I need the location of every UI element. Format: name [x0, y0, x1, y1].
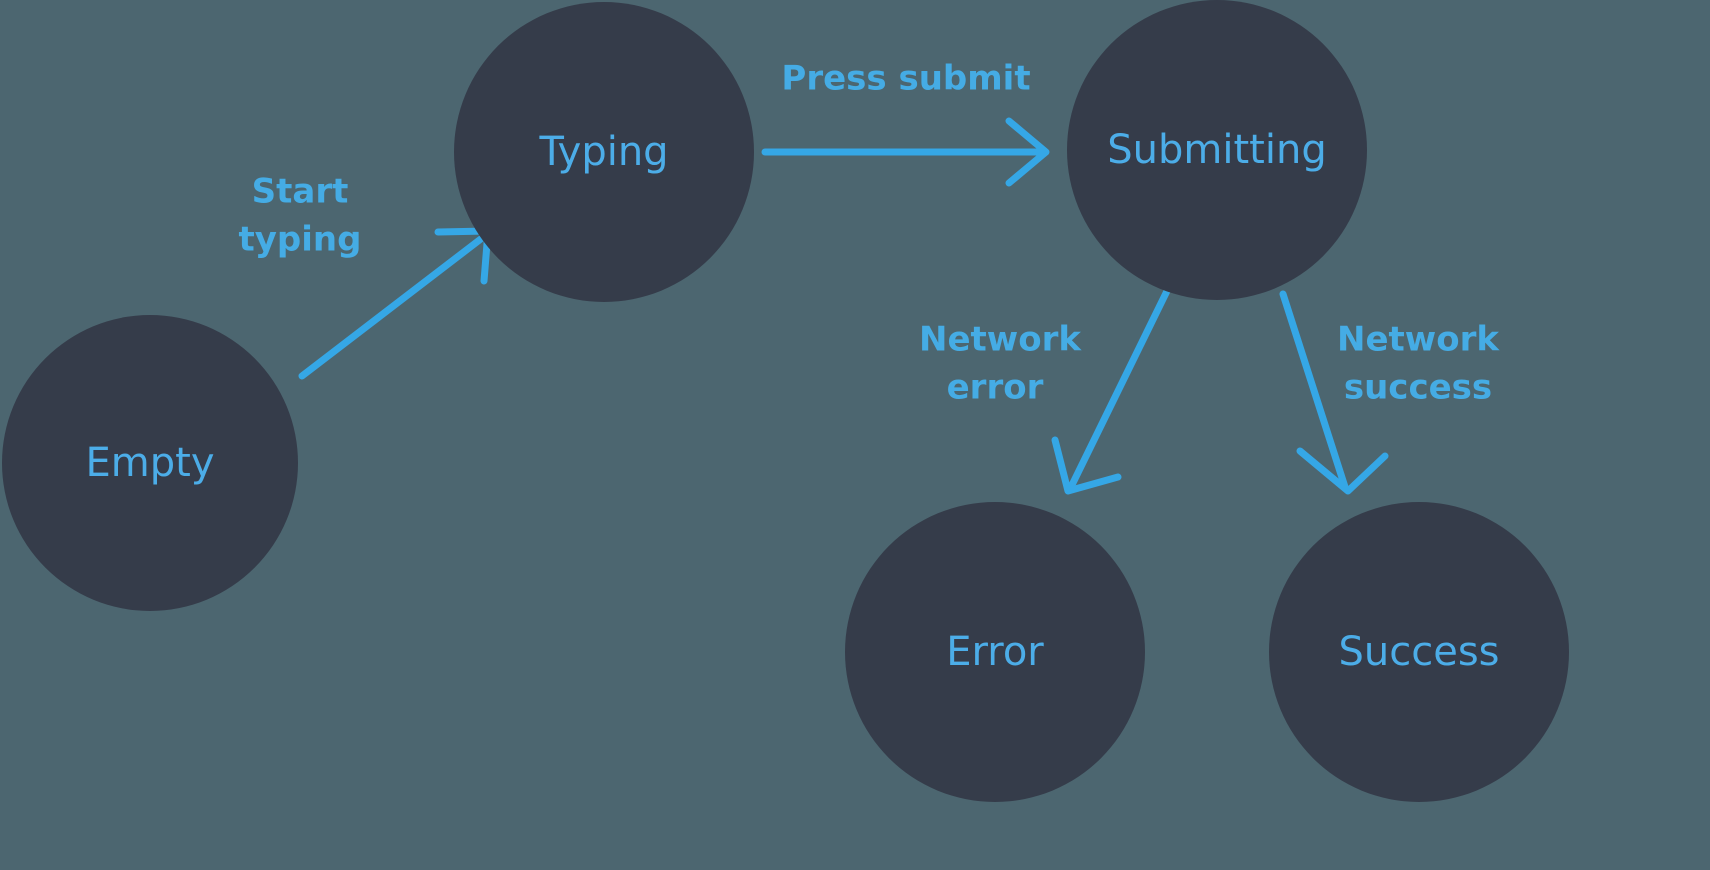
edge-label-network-success-line1: Network [1337, 320, 1500, 360]
edge-network-error [1051, 287, 1171, 495]
state-node-empty-circle[interactable] [2, 315, 298, 611]
edge-label-network-error-line2: error [947, 368, 1044, 408]
edge-label-press-submit: Press submit [781, 59, 1030, 99]
state-node-error-label: Error [946, 629, 1044, 675]
state-node-submitting-circle[interactable] [1067, 0, 1367, 300]
state-node-submitting[interactable]: Submitting [1067, 0, 1367, 300]
edge-label-network-error: Network error [919, 320, 1082, 408]
state-node-error-circle[interactable] [845, 502, 1145, 802]
edge-press-submit-arrowhead [1005, 117, 1050, 187]
state-node-success-label: Success [1338, 629, 1499, 675]
edge-network-success [1279, 290, 1389, 495]
edge-press-submit [761, 117, 1050, 187]
edge-label-start-typing: Start typing [239, 172, 362, 260]
edge-label-network-error-line1: Network [919, 320, 1082, 360]
edge-network-error-arrowhead [1051, 436, 1122, 495]
state-node-empty-label: Empty [86, 440, 215, 486]
state-node-typing-circle[interactable] [454, 2, 754, 302]
edge-label-network-success: Network success [1337, 320, 1500, 408]
edge-label-press-submit-line1: Press submit [781, 59, 1030, 99]
state-node-submitting-label: Submitting [1107, 127, 1326, 173]
edge-network-error-line [1067, 287, 1171, 491]
edge-label-start-typing-line2: typing [239, 220, 362, 260]
edge-start-typing-line [298, 231, 490, 380]
state-node-success-circle[interactable] [1269, 502, 1569, 802]
state-node-success[interactable]: Success [1269, 502, 1569, 802]
edge-network-success-line [1279, 290, 1349, 491]
edge-network-success-arrowhead [1296, 447, 1389, 495]
edge-label-start-typing-line1: Start [252, 172, 349, 212]
state-node-typing-label: Typing [538, 129, 668, 175]
state-node-empty[interactable]: Empty [2, 315, 298, 611]
state-node-typing[interactable]: Typing [454, 2, 754, 302]
state-node-error[interactable]: Error [845, 502, 1145, 802]
edge-label-network-success-line2: success [1344, 368, 1492, 408]
